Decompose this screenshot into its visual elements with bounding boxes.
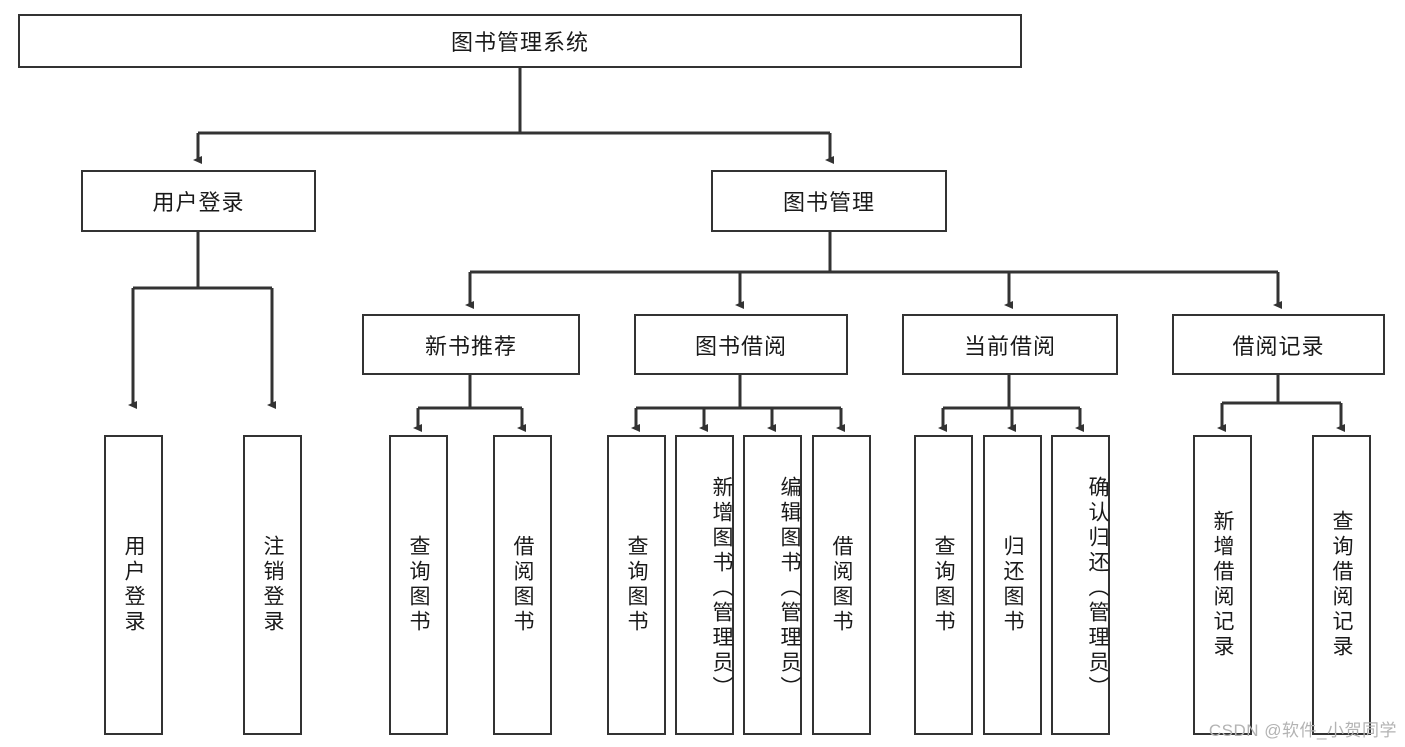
node-current-borrow-label: 当前借阅 (963, 333, 1056, 359)
node-book-borrow-label: 图书借阅 (694, 333, 787, 359)
node-user-login[interactable]: 用户登录 (81, 170, 316, 232)
leaf-borrow-book-2[interactable]: 借阅图书 (812, 435, 871, 735)
node-new-book-recommend[interactable]: 新书推荐 (362, 314, 580, 375)
leaf-query-book-3[interactable]: 查询图书 (914, 435, 973, 735)
leaf-user-logout[interactable]: 注销登录 (243, 435, 302, 735)
leaf-return-book[interactable]: 归还图书 (983, 435, 1042, 735)
node-borrow-record-label: 借阅记录 (1232, 333, 1325, 359)
leaf-query-book-3-label: 查询图书 (932, 535, 955, 635)
node-borrow-record[interactable]: 借阅记录 (1172, 314, 1385, 375)
leaf-user-logout-label: 注销登录 (261, 535, 284, 635)
leaf-return-book-label: 归还图书 (1001, 535, 1024, 635)
leaf-confirm-return[interactable]: 确认归还（管理员） (1051, 435, 1110, 735)
node-new-book-recommend-label: 新书推荐 (424, 333, 517, 359)
leaf-query-book-2[interactable]: 查询图书 (607, 435, 666, 735)
leaf-borrow-book-1[interactable]: 借阅图书 (493, 435, 552, 735)
leaf-edit-book[interactable]: 编辑图书（管理员） (743, 435, 802, 735)
node-root[interactable]: 图书管理系统 (18, 14, 1022, 68)
leaf-query-book-1-label: 查询图书 (407, 535, 430, 635)
leaf-user-login[interactable]: 用户登录 (104, 435, 163, 735)
node-book-borrow[interactable]: 图书借阅 (634, 314, 848, 375)
node-current-borrow[interactable]: 当前借阅 (902, 314, 1118, 375)
leaf-add-book[interactable]: 新增图书（管理员） (675, 435, 734, 735)
leaf-add-book-label: 新增图书（管理员） (710, 475, 733, 701)
node-user-login-label: 用户登录 (152, 190, 245, 215)
node-book-manage[interactable]: 图书管理 (711, 170, 947, 232)
leaf-add-record[interactable]: 新增借阅记录 (1193, 435, 1252, 735)
leaf-confirm-return-label: 确认归还（管理员） (1086, 475, 1109, 701)
leaf-add-record-label: 新增借阅记录 (1211, 510, 1234, 660)
leaf-borrow-book-1-label: 借阅图书 (511, 535, 534, 635)
watermark-text: CSDN @软件_小贺同学 (1208, 721, 1397, 740)
leaf-query-book-2-label: 查询图书 (625, 535, 648, 635)
node-root-label: 图书管理系统 (450, 30, 589, 55)
leaf-query-record-label: 查询借阅记录 (1330, 510, 1353, 660)
leaf-query-book-1[interactable]: 查询图书 (389, 435, 448, 735)
leaf-edit-book-label: 编辑图书（管理员） (778, 475, 801, 701)
leaf-borrow-book-2-label: 借阅图书 (830, 535, 853, 635)
leaf-query-record[interactable]: 查询借阅记录 (1312, 435, 1371, 735)
node-book-manage-label: 图书管理 (782, 190, 875, 215)
leaf-user-login-label: 用户登录 (122, 535, 145, 635)
